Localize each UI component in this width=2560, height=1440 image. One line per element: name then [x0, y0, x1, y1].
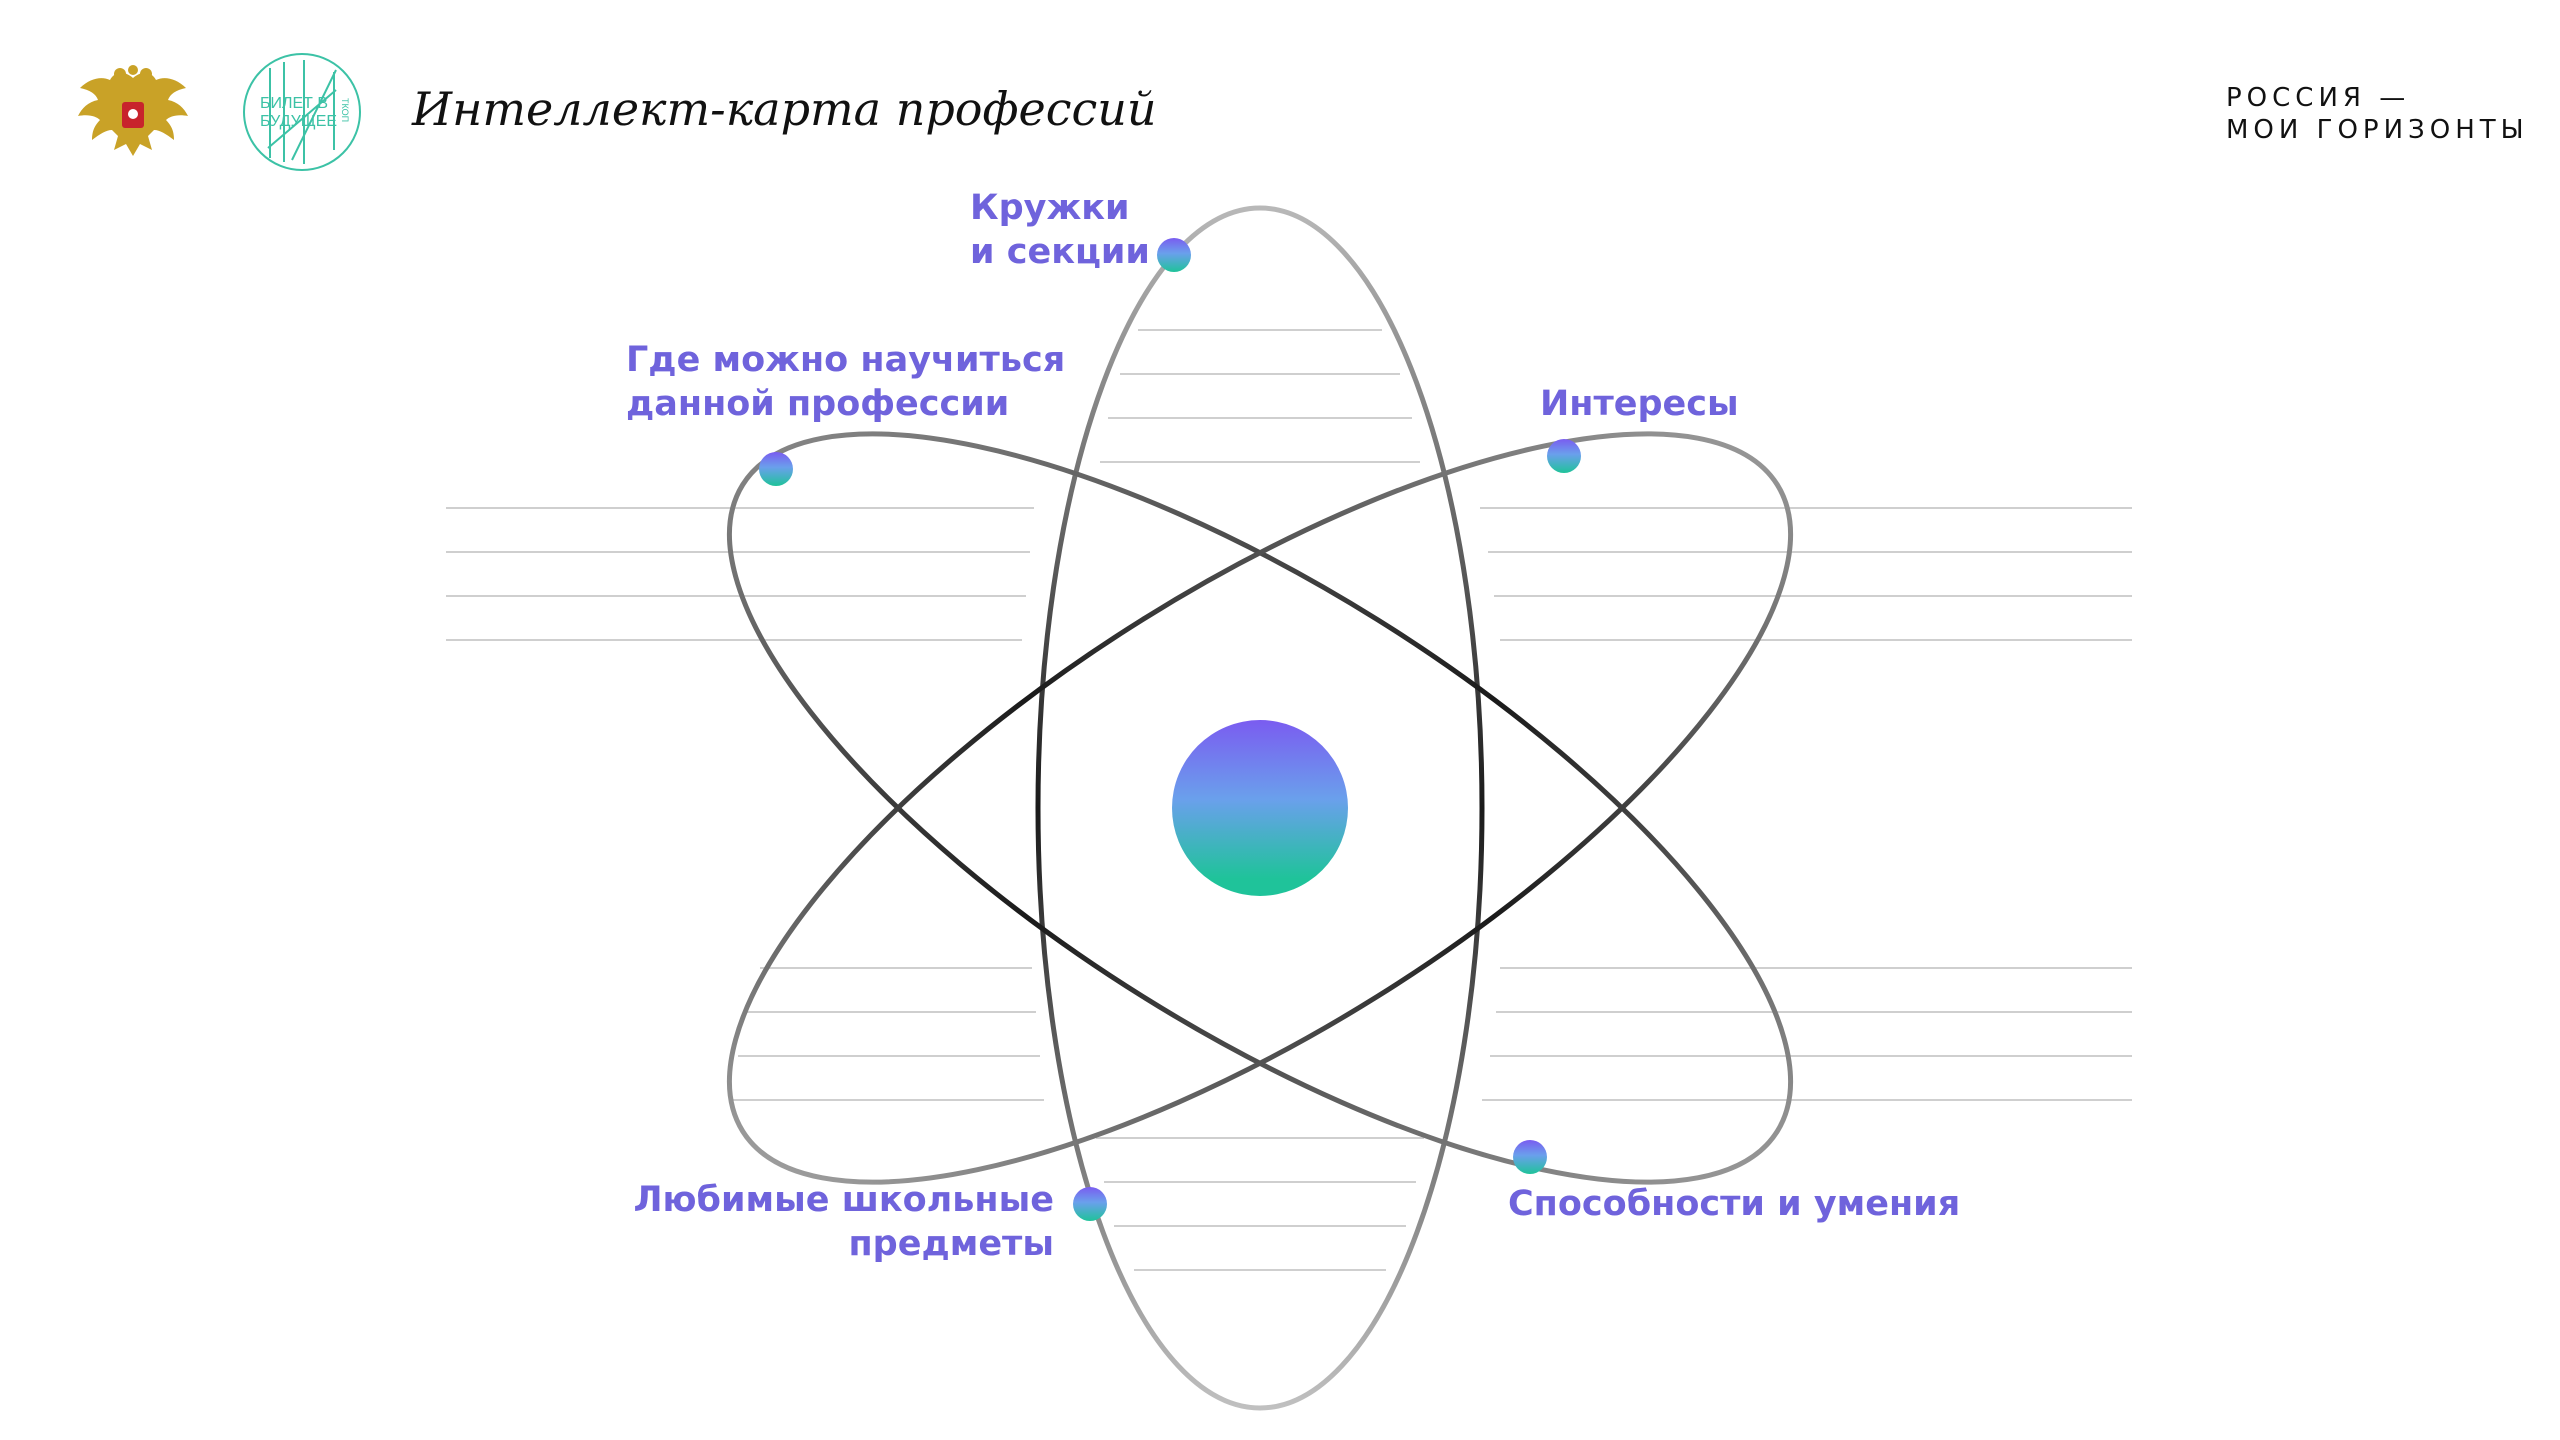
writing-lines-right-lower	[1482, 967, 2132, 1101]
writing-lines-left-lower	[732, 967, 1044, 1101]
writing-lines	[446, 329, 2132, 1271]
orbit-vertical	[1035, 205, 1485, 1411]
writing-lines-top	[1100, 329, 1420, 463]
node-interests-icon	[1547, 439, 1581, 473]
ticket-logo-line2: БУДУЩЕЕ	[260, 113, 337, 130]
node-abilities-icon	[1513, 1140, 1547, 1174]
label-abilities: Способности и умения	[1508, 1182, 1960, 1226]
brand-line-2: МОИ ГОРИЗОНТЫ	[2226, 115, 2529, 145]
page-title: Интеллект-карта профессий	[412, 82, 1157, 136]
ticket-logo-edge: ТКОП	[340, 98, 350, 122]
brand-logo: РОССИЯ — МОИ ГОРИЗОНТЫ	[2226, 82, 2529, 146]
ticket-to-future-logo-icon: БИЛЕТ В БУДУЩЕЕ ТКОП	[243, 53, 361, 171]
writing-lines-bottom	[1096, 1137, 1424, 1271]
label-where-to-learn-line1: Где можно научиться	[626, 340, 1066, 380]
node-where-to-learn-icon	[759, 452, 793, 486]
node-school-subjects-icon	[1073, 1187, 1107, 1221]
label-clubs-line2: и секции	[970, 232, 1150, 272]
label-school-subjects-line2: предметы	[848, 1224, 1054, 1264]
label-interests: Интересы	[1540, 382, 1739, 426]
label-where-to-learn: Где можно научиться данной профессии	[626, 338, 1065, 426]
nucleus-icon	[1172, 720, 1348, 896]
writing-lines-right-upper	[1480, 507, 2132, 641]
label-school-subjects-line1: Любимые школьные	[633, 1180, 1054, 1220]
ticket-logo-line1: БИЛЕТ В	[260, 95, 328, 112]
orbit-diagonal-up	[726, 431, 1794, 1185]
label-interests-line1: Интересы	[1540, 384, 1739, 424]
node-clubs-icon	[1157, 238, 1191, 272]
label-where-to-learn-line2: данной профессии	[626, 384, 1010, 424]
emblem-icon	[78, 65, 188, 156]
label-clubs: Кружки и секции	[970, 186, 1150, 274]
label-clubs-line1: Кружки	[970, 188, 1130, 228]
label-school-subjects: Любимые школьные предметы	[633, 1178, 1054, 1266]
brand-line-1: РОССИЯ —	[2226, 83, 2411, 113]
writing-lines-left-upper	[446, 507, 1034, 641]
orbit-diagonal-down	[726, 431, 1794, 1185]
label-abilities-line1: Способности и умения	[1508, 1184, 1961, 1224]
